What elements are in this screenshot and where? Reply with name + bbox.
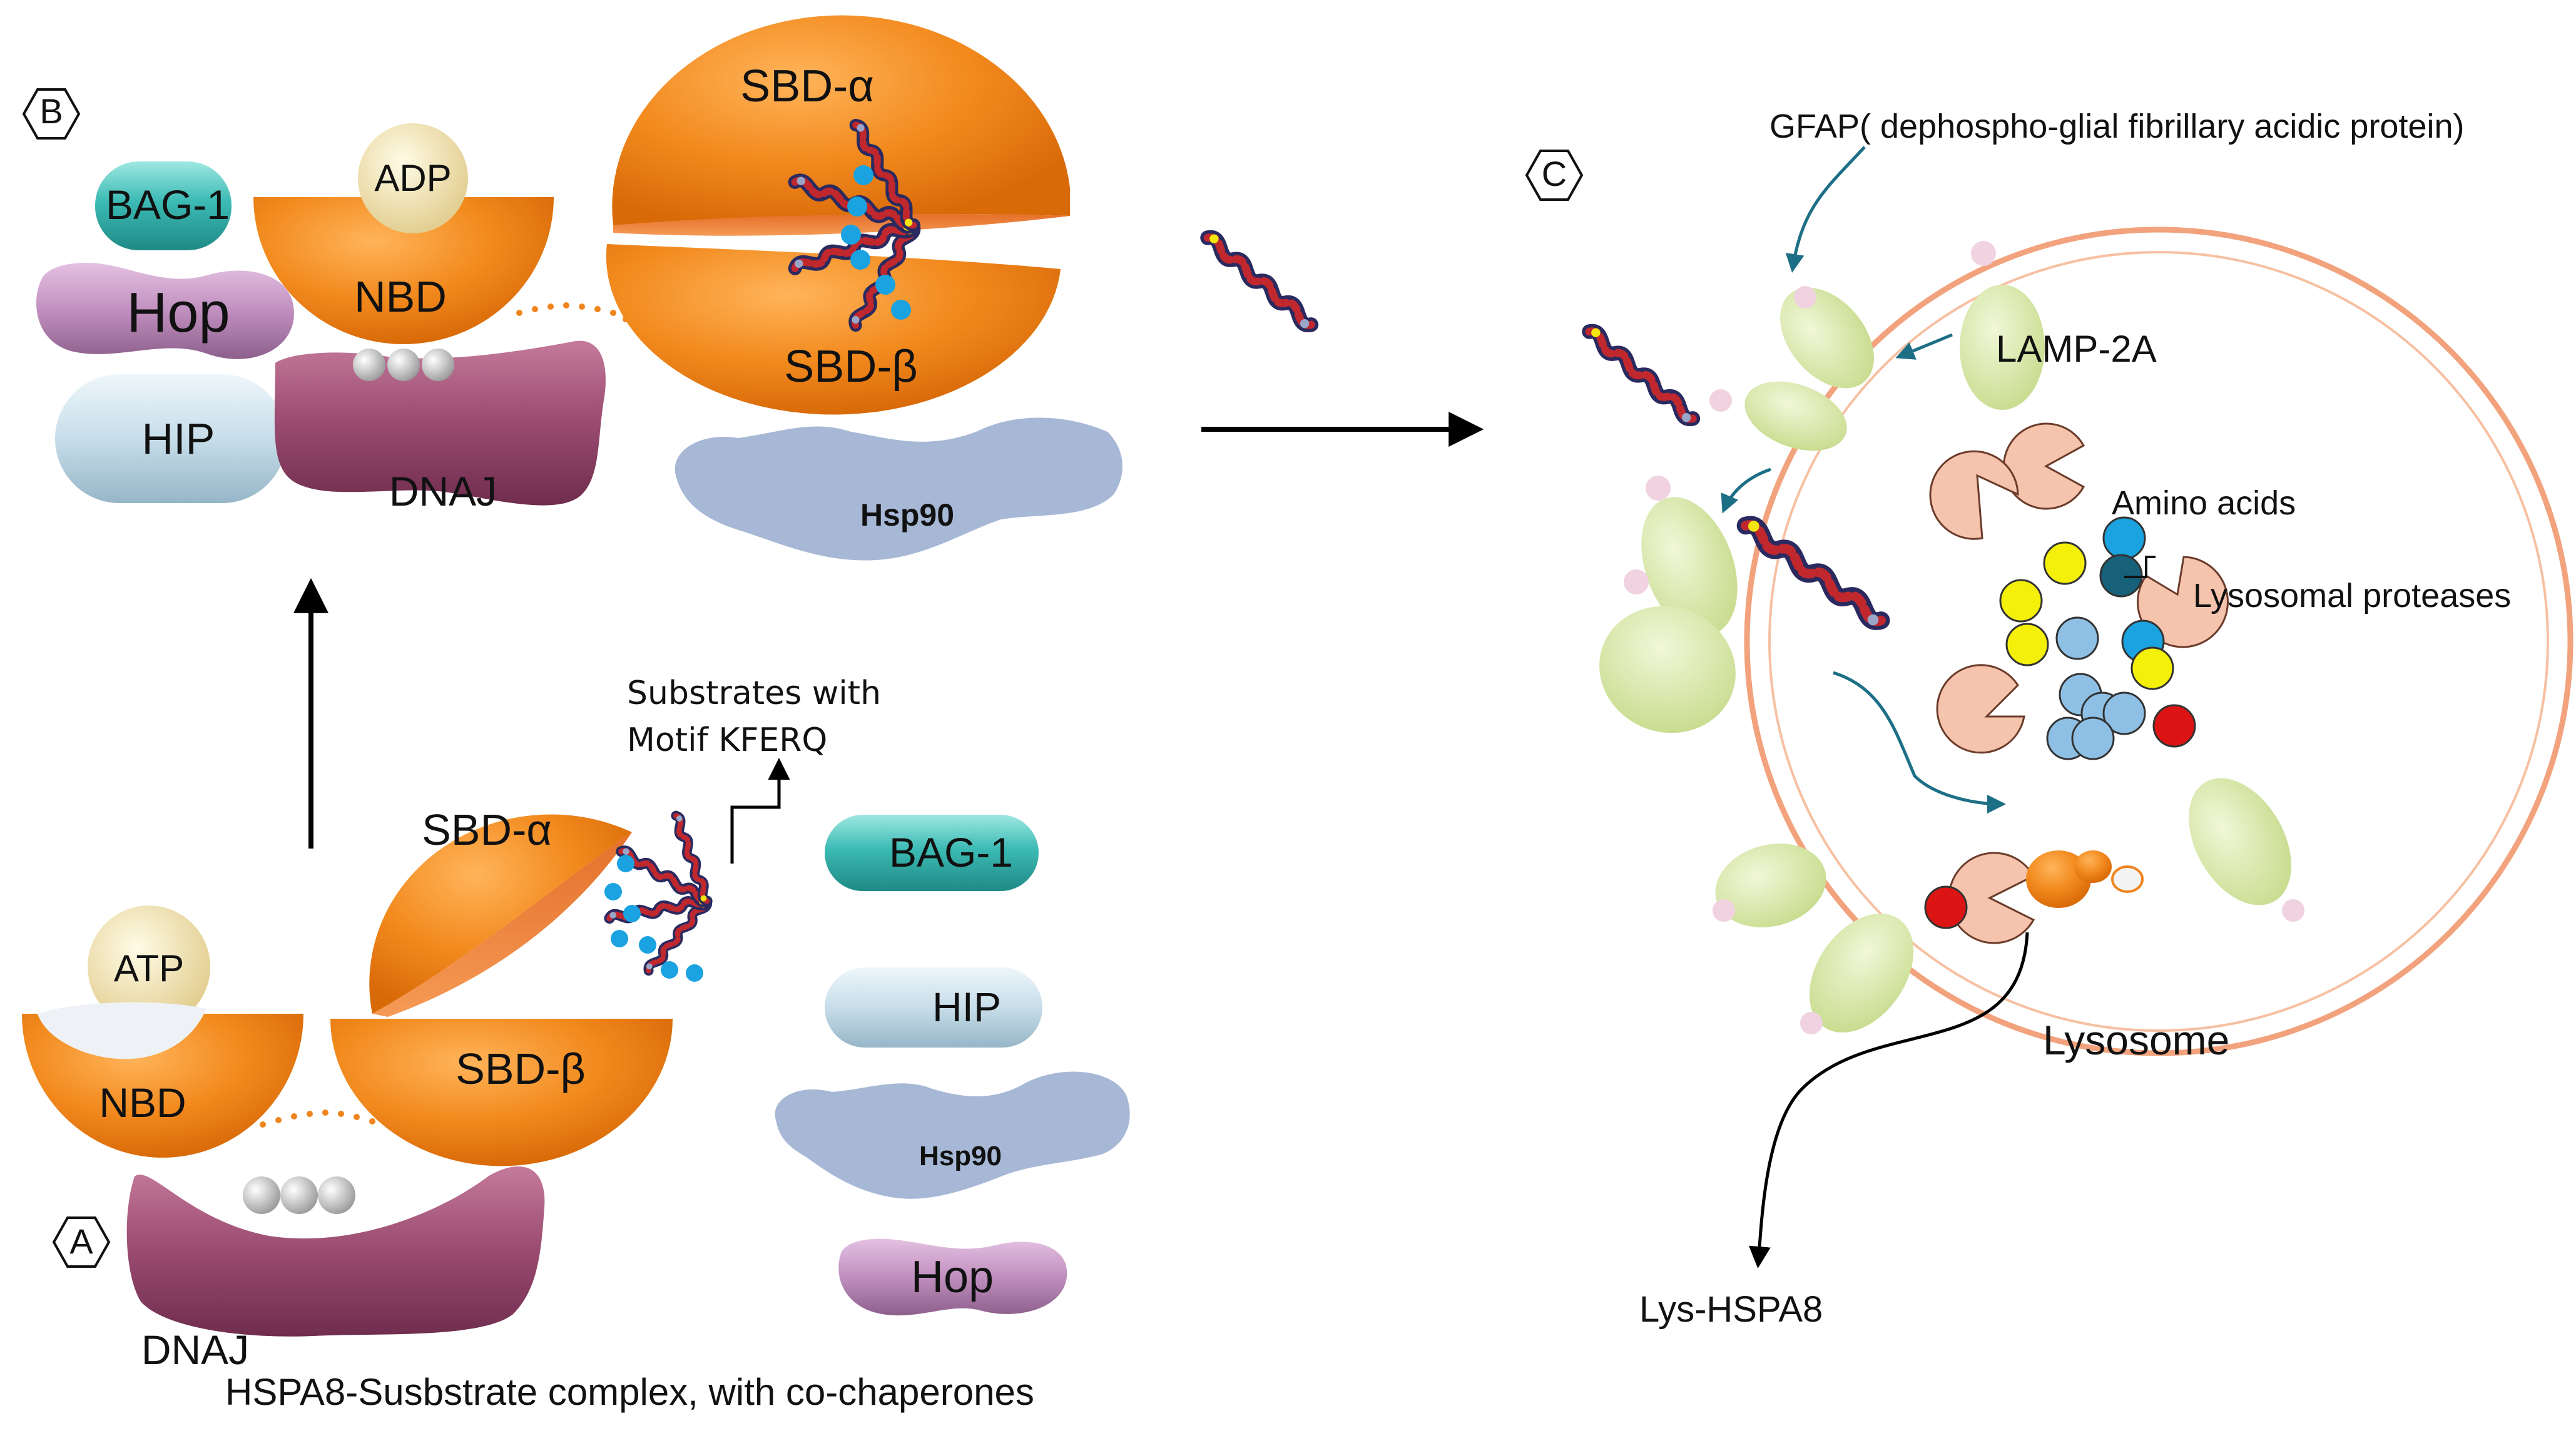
panel-c: C xyxy=(1525,108,2573,1330)
substrates-pointer xyxy=(730,758,790,864)
lys-hspa8-arrow xyxy=(1748,932,2029,1268)
panel-a-caption: HSPA8-Susbstrate complex, with co-chaper… xyxy=(225,1371,1034,1413)
lysosomal-proteases xyxy=(1929,422,2229,944)
hip-protein-b: HIP xyxy=(55,374,287,503)
free-substrate xyxy=(1203,232,1316,330)
panel-c-tag: C xyxy=(1525,150,1584,201)
nbd-domain-a: NBD xyxy=(22,1002,303,1158)
adp-ball: ADP xyxy=(358,123,468,233)
svg-text:SBD-α: SBD-α xyxy=(422,805,552,854)
svg-text:BAG-1: BAG-1 xyxy=(889,829,1013,875)
hip-protein-a: HIP xyxy=(825,967,1042,1048)
substrate-inside xyxy=(1740,518,1886,628)
lysosomal-proteases-label: Lysosomal proteases xyxy=(2193,577,2511,615)
lamp2a-label: LAMP-2A xyxy=(1996,328,2157,370)
panel-b-tag: B xyxy=(22,88,81,140)
dnaj-protein-b: DNAJ xyxy=(274,340,606,514)
dnaj-protein-a: DNAJ xyxy=(126,1166,545,1373)
nbd-domain-b: NBD xyxy=(253,197,554,381)
substrate-cluster-a xyxy=(599,805,726,982)
bag1-protein-a: BAG-1 xyxy=(825,815,1039,891)
svg-text:Hop: Hop xyxy=(126,282,230,344)
substrates-label-line1: Substrates with xyxy=(627,675,881,712)
amino-acids xyxy=(1924,516,2196,929)
svg-text:A: A xyxy=(69,1221,93,1261)
svg-text:DNAJ: DNAJ xyxy=(141,1327,249,1373)
lysosome-label: Lysosome xyxy=(2043,1017,2229,1063)
svg-text:C: C xyxy=(1542,154,1567,193)
lamp2a-receptors xyxy=(1599,241,2304,1034)
hsp90-protein-a: Hsp90 xyxy=(775,1071,1130,1199)
teal-arrows xyxy=(1721,146,2006,813)
linker-a xyxy=(260,1109,375,1128)
linker-b xyxy=(516,302,629,322)
substrate-cluster-b xyxy=(793,122,920,329)
svg-text:SBD-α: SBD-α xyxy=(740,61,874,111)
amino-acids-label: Amino acids xyxy=(2112,484,2296,522)
svg-text:NBD: NBD xyxy=(99,1079,186,1126)
panel-a-tag: A xyxy=(52,1216,111,1268)
sbd-beta-a: SBD-β xyxy=(330,1019,673,1166)
atp-ball: ATP xyxy=(88,905,210,1028)
svg-text:ATP: ATP xyxy=(114,947,184,989)
hspa8-in-lysosome xyxy=(2026,850,2144,908)
sbd-alpha-a: SBD-α xyxy=(369,805,632,1017)
bag1-protein-b: BAG-1 xyxy=(95,161,232,250)
sbd-sphere-b: SBD-α SBD-β xyxy=(606,15,1070,415)
svg-text:HIP: HIP xyxy=(142,414,215,463)
hop-protein-b: Hop xyxy=(36,263,294,359)
svg-text:BAG-1: BAG-1 xyxy=(106,181,230,228)
svg-text:NBD: NBD xyxy=(354,272,447,321)
pearls-a xyxy=(243,1176,355,1214)
svg-text:HIP: HIP xyxy=(932,984,1001,1030)
substrate-outside xyxy=(1584,325,1698,424)
svg-text:SBD-β: SBD-β xyxy=(784,342,917,392)
hsp90-protein-b: Hsp90 xyxy=(675,417,1123,561)
svg-text:B: B xyxy=(39,91,63,131)
hop-protein-a: Hop xyxy=(838,1238,1067,1316)
svg-text:SBD-β: SBD-β xyxy=(456,1044,586,1093)
svg-text:ADP: ADP xyxy=(374,157,451,199)
gfap-label: GFAP( dephospho-glial fibrillary acidic … xyxy=(1769,108,2465,145)
svg-text:Hsp90: Hsp90 xyxy=(860,497,954,533)
substrates-label-line2: Motif KFERQ xyxy=(627,722,827,759)
svg-text:Hsp90: Hsp90 xyxy=(919,1141,1002,1171)
panel-b: B BAG-1 Hop HIP DNAJ NBD xyxy=(22,15,1123,561)
lysosome-membrane xyxy=(1744,227,2573,1056)
svg-text:Hop: Hop xyxy=(911,1252,994,1302)
protease-pointer xyxy=(2124,556,2156,578)
panel-a: ATP NBD SBD-α SBD-β xyxy=(22,675,1130,1413)
lys-hspa8-label: Lys-HSPA8 xyxy=(1639,1289,1823,1330)
svg-text:DNAJ: DNAJ xyxy=(389,468,497,514)
